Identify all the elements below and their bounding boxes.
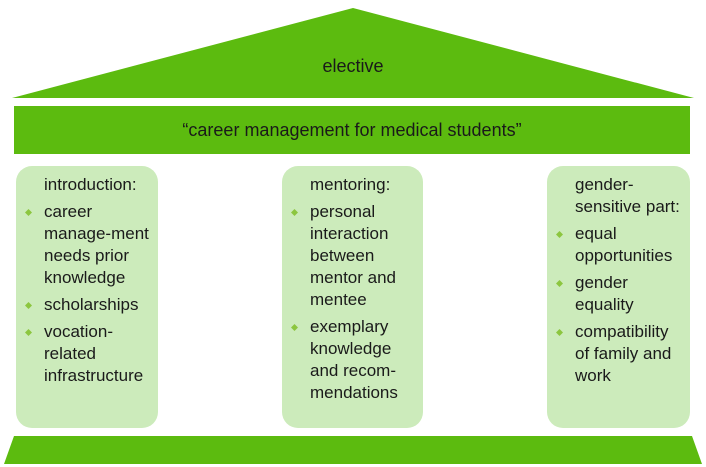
list-item-text: equal opportunities (575, 224, 673, 265)
pillar-gender-sensitive: gender-sensitive part: equal opportuniti… (547, 166, 690, 428)
list-item-text: exemplary knowledge and recom-mendations (310, 317, 398, 402)
list-item: gender equality (551, 272, 686, 316)
diamond-bullet-icon (556, 231, 563, 238)
diamond-bullet-icon (556, 280, 563, 287)
pillar-title: mentoring: (310, 175, 391, 194)
list-item-text: gender equality (575, 273, 634, 314)
list-item: scholarships (20, 294, 154, 316)
pillar-item-list: career manage-ment needs prior knowledge… (20, 201, 154, 387)
list-item: exemplary knowledge and recom-mendations (286, 316, 419, 404)
list-item-text: personal interaction between mentor and … (310, 202, 396, 309)
diamond-bullet-icon (25, 302, 32, 309)
architrave-label: “career management for medical students” (182, 119, 522, 140)
list-item-text: compatibility of family and work (575, 322, 672, 385)
pillar-title: introduction: (44, 175, 137, 194)
list-item-text: scholarships (44, 295, 139, 314)
list-item: personal interaction between mentor and … (286, 201, 419, 311)
diamond-bullet-icon (291, 324, 298, 331)
list-item: compatibility of family and work (551, 321, 686, 387)
pillar-introduction: introduction: career manage-ment needs p… (16, 166, 158, 428)
list-item: vocation-related infrastructure (20, 321, 154, 387)
pillar-item-list: equal opportunities gender equality comp… (551, 223, 686, 387)
diamond-bullet-icon (556, 329, 563, 336)
roof-label: elective (322, 56, 384, 76)
diamond-bullet-icon (25, 329, 32, 336)
pillar-title: gender-sensitive part: (575, 175, 680, 216)
roof-triangle (12, 8, 694, 98)
pillar-item-list: personal interaction between mentor and … (286, 201, 419, 404)
foundation-base (4, 436, 702, 464)
list-item: equal opportunities (551, 223, 686, 267)
architrave-banner: “career management for medical students” (14, 106, 690, 154)
list-item-text: vocation-related infrastructure (44, 322, 144, 385)
list-item-text: career manage-ment needs prior knowledge (44, 202, 149, 287)
diamond-bullet-icon (291, 209, 298, 216)
list-item: career manage-ment needs prior knowledge (20, 201, 154, 289)
pillar-mentoring: mentoring: personal interaction between … (282, 166, 423, 428)
diamond-bullet-icon (25, 209, 32, 216)
